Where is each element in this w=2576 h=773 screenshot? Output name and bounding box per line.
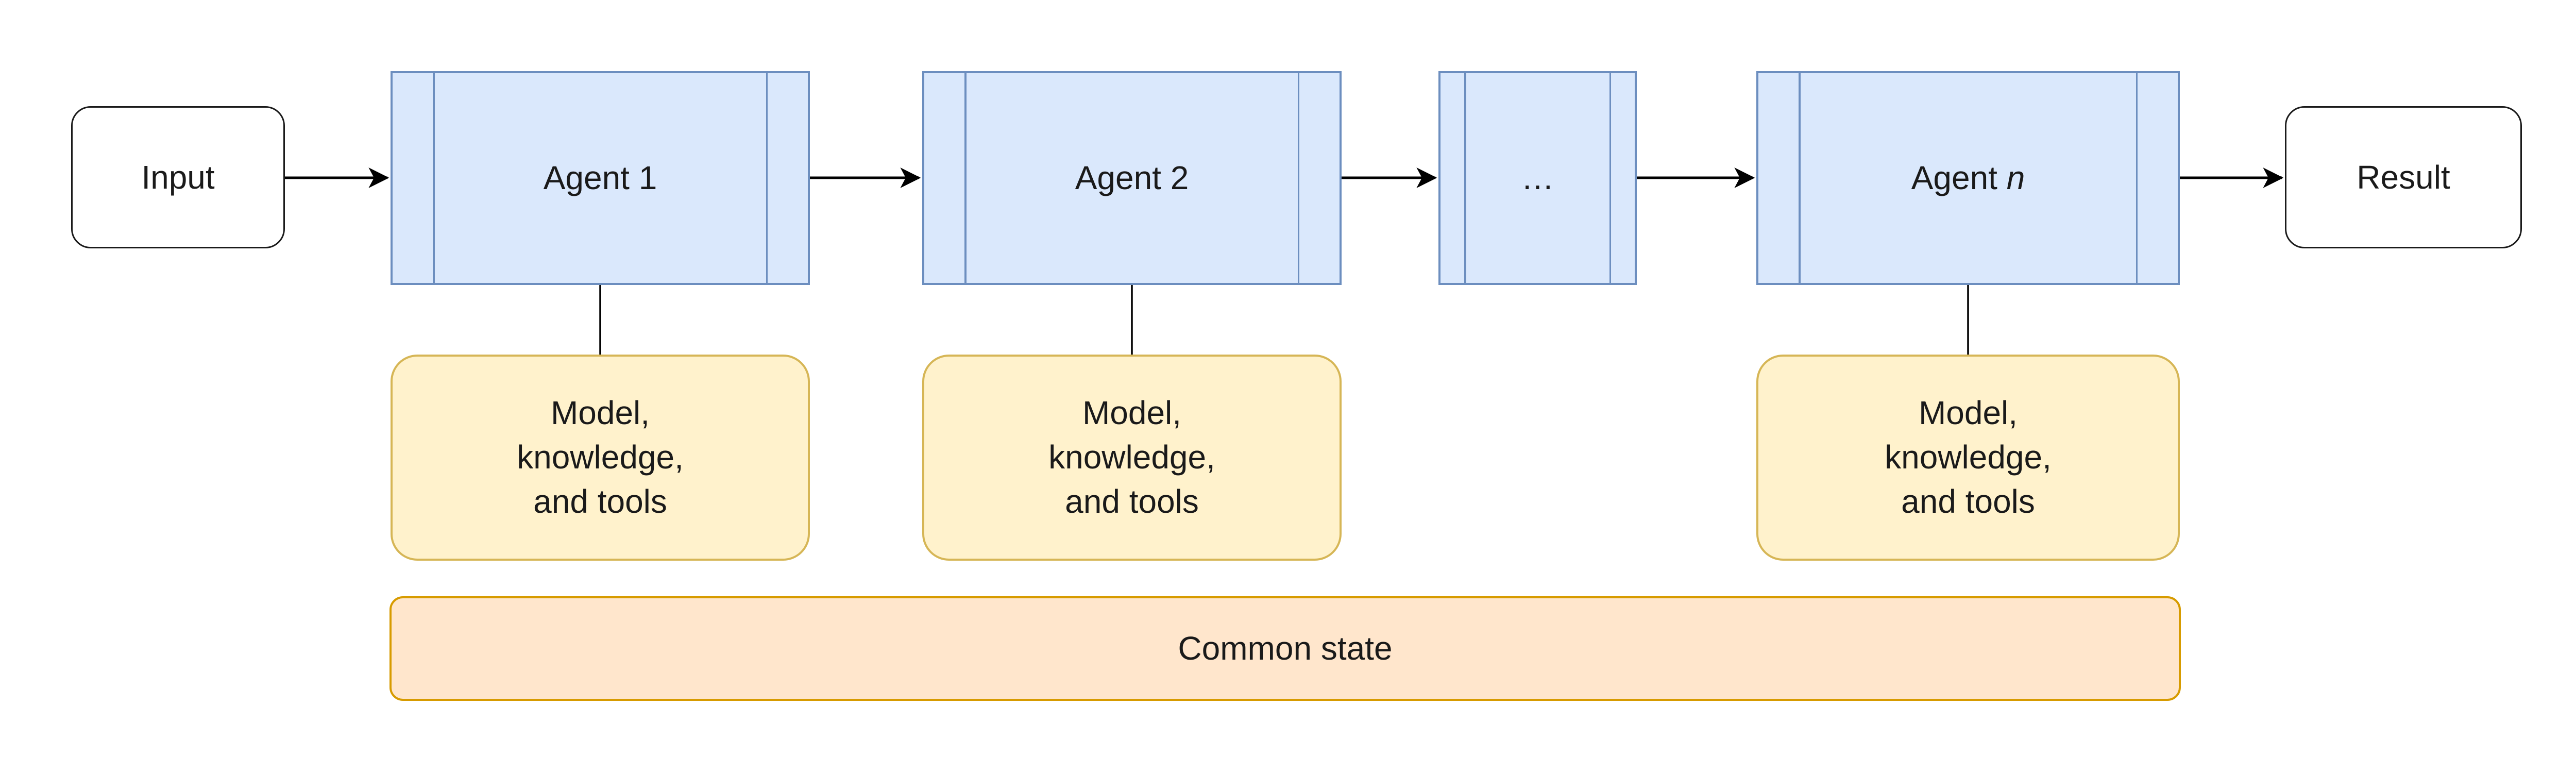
resource-box-agent-1: Model, knowledge, and tools xyxy=(391,355,810,561)
agent-1-label-var: 1 xyxy=(638,159,657,197)
node-input: Input xyxy=(71,106,285,248)
agent-1-label: Agent 1 xyxy=(544,158,657,198)
node-result: Result xyxy=(2285,106,2522,248)
node-ellipsis: … xyxy=(1438,71,1637,285)
common-state-label: Common state xyxy=(1178,630,1393,667)
agent-n-label-prefix: Agent xyxy=(1911,159,2007,197)
input-label: Input xyxy=(141,158,215,196)
resource-box-agent-2: Model, knowledge, and tools xyxy=(922,355,1342,561)
resource-box-label: Model, knowledge, and tools xyxy=(517,394,684,520)
common-state-bar: Common state xyxy=(389,596,2181,701)
node-agent-n: Agent n xyxy=(1756,71,2180,285)
resource-box-agent-n: Model, knowledge, and tools xyxy=(1756,355,2180,561)
result-label: Result xyxy=(2357,158,2450,196)
node-agent-2: Agent 2 xyxy=(922,71,1342,285)
agent-2-label-var: 2 xyxy=(1170,159,1189,197)
agent-n-label-var: n xyxy=(2006,159,2025,197)
ellipsis-label: … xyxy=(1521,159,1554,197)
resource-box-label: Model, knowledge, and tools xyxy=(1885,394,2052,520)
agent-1-label-prefix: Agent xyxy=(543,159,639,197)
node-agent-1: Agent 1 xyxy=(391,71,810,285)
resource-box-label: Model, knowledge, and tools xyxy=(1048,394,1215,520)
agent-2-label: Agent 2 xyxy=(1075,158,1189,198)
agent-2-label-prefix: Agent xyxy=(1075,159,1171,197)
agent-n-label: Agent n xyxy=(1911,158,2025,198)
